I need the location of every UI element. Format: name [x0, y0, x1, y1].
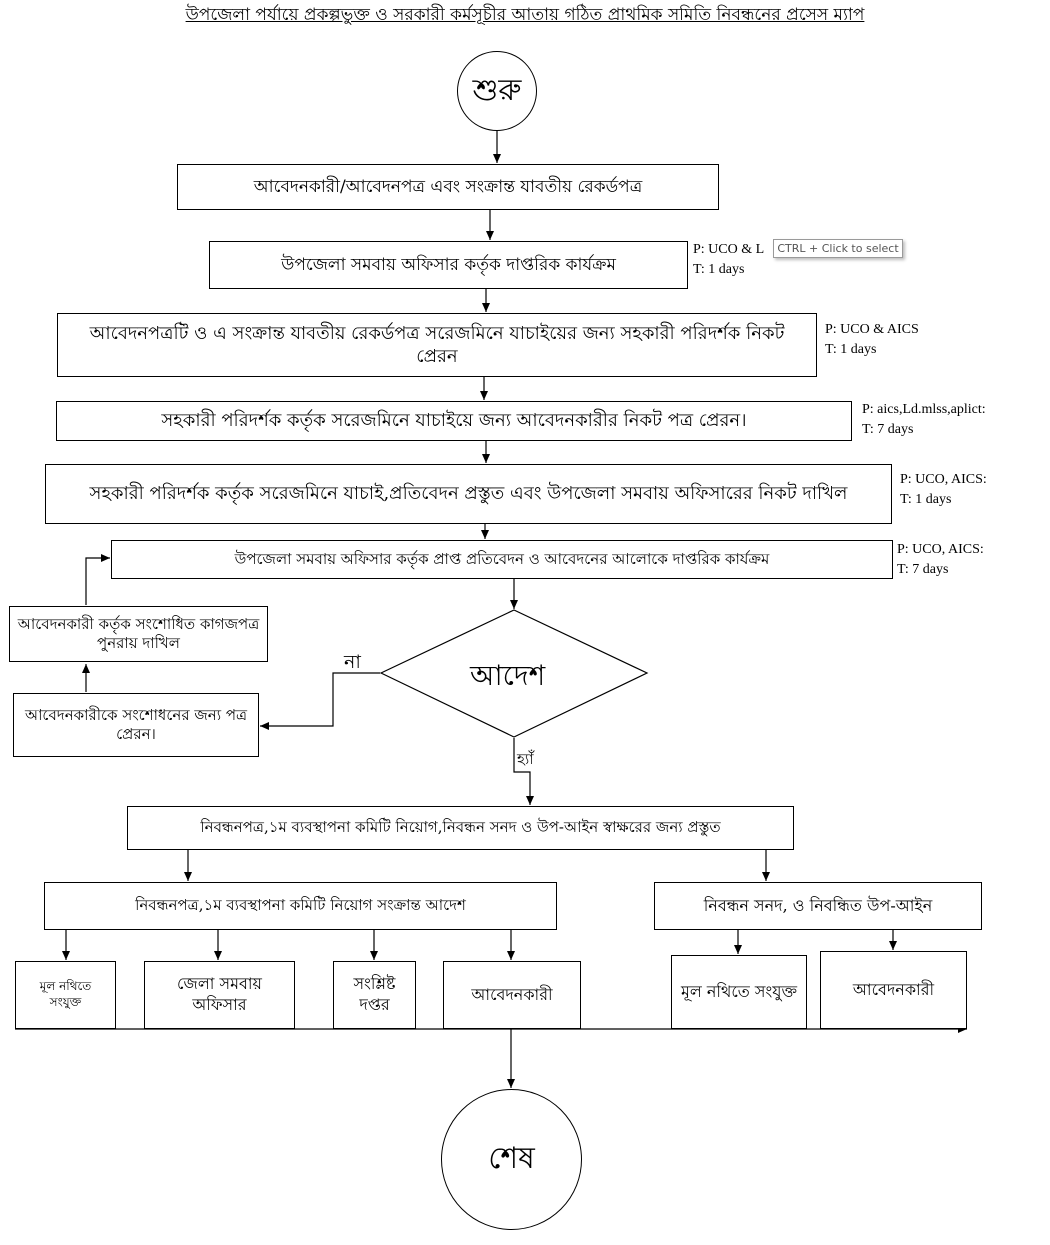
step-4-note-p: P: aics,Ld.mlss,aplict: — [862, 402, 986, 417]
left-branch-label: নিবন্ধনপত্র,১ম ব্যবস্থাপনা কমিটি নিয়োগ … — [135, 896, 466, 915]
step-2-note-p: P: UCO & L — [693, 242, 765, 257]
left-target-office-label: সংশ্লিষ্ট দপ্তর — [353, 974, 396, 1014]
step-5-label: সহকারী পরিদর্শক কর্তৃক সরেজমিনে যাচাই,প্… — [89, 483, 848, 505]
step-6-note-t: T: 7 days — [897, 561, 949, 577]
end-label: শেষ — [488, 1141, 535, 1176]
step-5-note-t: T: 1 days — [900, 491, 952, 507]
arrow-resubmit-to-step6 — [85, 554, 110, 605]
decision-diamond — [379, 609, 649, 738]
step-1-label: আবেদনকারী/আবেদনপত্র এবং সংক্রান্ত যাবতীয… — [253, 176, 643, 197]
end-node: শেষ — [441, 1089, 582, 1230]
decision-label: আদেশ — [470, 659, 546, 692]
step-5-note-p: P: UCO, AICS: — [900, 472, 987, 487]
left-target-office-box: সংশ্লিষ্ট দপ্তর — [333, 961, 416, 1029]
right-target-file-box: মূল নথিতে সংযুক্ত — [671, 955, 807, 1029]
prepare-label: নিবন্ধনপত্র,১ম ব্যবস্থাপনা কমিটি নিয়োগ,… — [200, 818, 721, 837]
left-target-district-label: জেলা সমবায় অফিসার — [177, 974, 262, 1014]
correction-letter-label: আবেদনকারীকে সংশোধনের জন্য পত্র প্রেরন। — [24, 705, 248, 744]
step-4-note-t: T: 7 days — [862, 421, 914, 437]
step-4-label: সহকারী পরিদর্শক কর্তৃক সরেজমিনে যাচাইয়ে… — [161, 410, 747, 432]
prepare-box: নিবন্ধনপত্র,১ম ব্যবস্থাপনা কমিটি নিয়োগ,… — [127, 806, 794, 850]
right-target-applicant-label: আবেদনকারী — [852, 979, 935, 999]
right-branch-label: নিবন্ধন সনদ, ও নিবন্ধিত উপ-আইন — [703, 895, 933, 915]
step-3-note: P: UCO & AICS T: 1 days — [825, 320, 919, 359]
tooltip-popup: CTRL + Click to select — [773, 239, 903, 258]
right-branch-box: নিবন্ধন সনদ, ও নিবন্ধিত উপ-আইন — [654, 882, 982, 930]
decision-yes-label: হ্যাঁ — [517, 750, 534, 768]
resubmit-box: আবেদনকারী কর্তৃক সংশোধিত কাগজপত্র পুনরায… — [9, 606, 268, 662]
step-3-box: আবেদনপত্রটি ও এ সংক্রান্ত যাবতীয় রেকর্ড… — [57, 313, 817, 377]
step-3-note-t: T: 1 days — [825, 341, 877, 357]
left-target-file-label: মূল নথিতে সংযুক্ত — [39, 979, 92, 1009]
left-target-applicant-label: আবেদনকারী — [471, 984, 553, 1004]
right-target-applicant-box: আবেদনকারী — [820, 951, 967, 1029]
step-6-note-p: P: UCO, AICS: — [897, 542, 984, 557]
start-label: শুরু — [472, 72, 522, 108]
step-3-label: আবেদনপত্রটি ও এ সংক্রান্ত যাবতীয় রেকর্ড… — [89, 322, 785, 367]
step-4-note: P: aics,Ld.mlss,aplict: T: 7 days — [862, 400, 986, 439]
left-target-applicant-box: আবেদনকারী — [443, 961, 581, 1029]
step-6-note: P: UCO, AICS: T: 7 days — [897, 540, 984, 579]
arrow-decision-no — [260, 672, 380, 730]
decision-no-label: না — [344, 651, 361, 673]
step-2-box: উপজেলা সমবায় অফিসার কর্তৃক দাপ্তরিক কার… — [209, 241, 688, 289]
step-6-label: উপজেলা সমবায় অফিসার কর্তৃক প্রাপ্ত প্রত… — [234, 549, 770, 568]
step-2-note-t: T: 1 days — [693, 261, 745, 277]
page-title: উপজেলা পর্যায়ে প্রকল্পভুক্ত ও সরকারী কর… — [185, 5, 865, 25]
arrow-decision-yes — [513, 738, 534, 805]
right-target-file-label: মূল নথিতে সংযুক্ত — [680, 981, 798, 1001]
left-target-file-box: মূল নথিতে সংযুক্ত — [15, 961, 116, 1029]
left-branch-box: নিবন্ধনপত্র,১ম ব্যবস্থাপনা কমিটি নিয়োগ … — [44, 882, 557, 930]
correction-letter-box: আবেদনকারীকে সংশোধনের জন্য পত্র প্রেরন। — [13, 693, 259, 757]
step-2-label: উপজেলা সমবায় অফিসার কর্তৃক দাপ্তরিক কার… — [281, 254, 616, 275]
step-2-note: P: UCO & L T: 1 days — [693, 240, 764, 279]
step-6-box: উপজেলা সমবায় অফিসার কর্তৃক প্রাপ্ত প্রত… — [111, 540, 893, 579]
step-1-box: আবেদনকারী/আবেদনপত্র এবং সংক্রান্ত যাবতীয… — [177, 164, 719, 210]
step-4-box: সহকারী পরিদর্শক কর্তৃক সরেজমিনে যাচাইয়ে… — [56, 401, 852, 441]
step-5-box: সহকারী পরিদর্শক কর্তৃক সরেজমিনে যাচাই,প্… — [45, 464, 892, 524]
start-node: শুরু — [457, 51, 537, 131]
step-3-note-p: P: UCO & AICS — [825, 322, 919, 337]
resubmit-label: আবেদনকারী কর্তৃক সংশোধিত কাগজপত্র পুনরায… — [17, 614, 260, 653]
left-target-district-box: জেলা সমবায় অফিসার — [144, 961, 295, 1029]
step-5-note: P: UCO, AICS: T: 1 days — [900, 470, 987, 509]
